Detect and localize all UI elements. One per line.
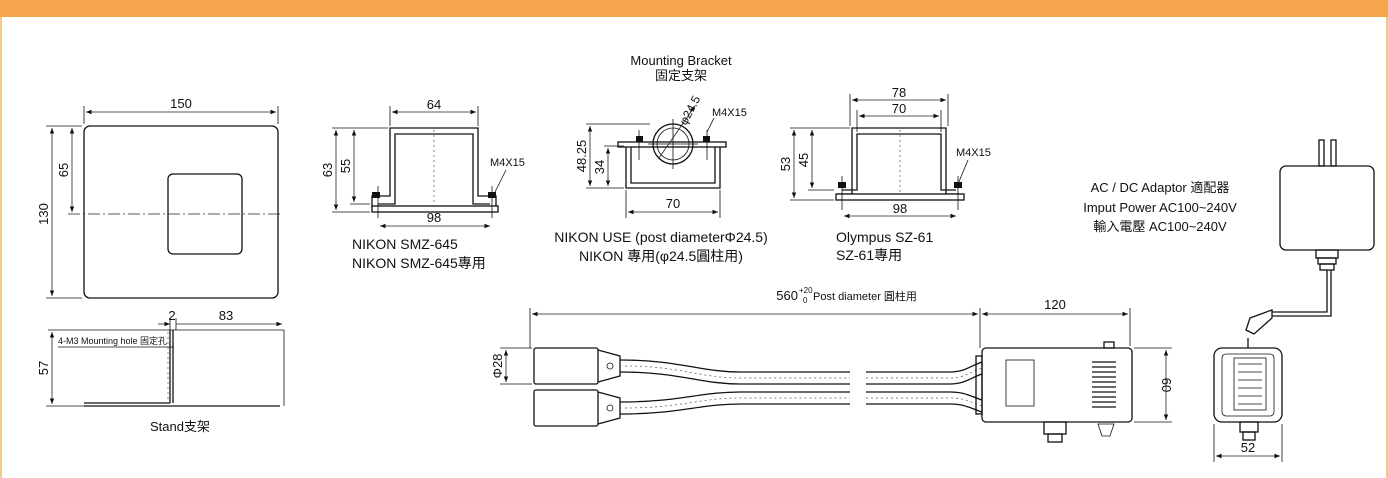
housing-end-view: 52 <box>1213 338 1283 462</box>
light-guide-tip-upper <box>533 347 599 385</box>
cable-length-label: 560 <box>776 288 798 303</box>
adaptor-cable <box>1272 270 1328 313</box>
post-caption-line2: NIKON 專用(φ24.5圓柱用) <box>579 248 743 264</box>
smz645-inner-height-label: 55 <box>338 159 353 173</box>
stand-side-view: 2 83 57 4-M3 Mounting hole 固定孔 Stand支架 <box>36 308 285 434</box>
end-view-width-label: 52 <box>1241 440 1255 455</box>
plug-prong-right <box>1330 139 1337 167</box>
post-caption-line1: NIKON USE (post diameterΦ24.5) <box>554 229 767 245</box>
tip-diameter-label: Φ28 <box>490 354 505 379</box>
olympus-sz61-bracket: 78 70 53 45 98 M4X15 Olympus SZ-61 SZ-61… <box>778 85 991 263</box>
adaptor-label-line3: 輸入電壓 AC100~240V <box>1093 219 1227 234</box>
sz61-screw-label: M4X15 <box>956 147 991 159</box>
housing-label-plate <box>1005 359 1035 407</box>
smz645-caption-line2: NIKON SMZ-645專用 <box>352 255 486 271</box>
post-diameter-label: φ24.5 <box>676 93 703 127</box>
smz645-top-width-label: 64 <box>427 97 441 112</box>
stand-top-view: 150 130 65 <box>36 96 282 299</box>
sz61-base-plate <box>835 193 965 201</box>
gooseneck-lower <box>619 391 850 403</box>
sz61-caption-line2: SZ-61專用 <box>836 247 902 263</box>
post-inner-height-label: 34 <box>592 160 607 174</box>
sz61-inner-width-label: 70 <box>892 101 906 116</box>
dc-plug <box>1245 309 1273 335</box>
cable-length-tol-plus: +20 <box>799 286 813 295</box>
stand-length-label: 83 <box>219 308 233 323</box>
plug-prong-left <box>1318 139 1325 167</box>
housing-height-label: 60 <box>1159 378 1174 392</box>
post-screw-label: M4X15 <box>712 107 747 119</box>
adaptor-body <box>1279 165 1375 251</box>
stand-side-height-label: 57 <box>36 361 51 375</box>
end-view-label <box>1233 357 1267 411</box>
stand-base-plate <box>83 125 279 299</box>
nikon-smz645-bracket: 64 63 55 98 M4X15 NIKON SMZ-645 NIKON SM… <box>320 97 525 271</box>
post-base-width-label: 70 <box>666 196 680 211</box>
sz61-outer-height-label: 53 <box>778 157 793 171</box>
smz645-base-plate <box>371 205 499 213</box>
sz61-inner-height-label: 45 <box>796 153 811 167</box>
smz645-outer-height-label: 63 <box>320 163 335 177</box>
stand-caption: Stand支架 <box>150 419 210 434</box>
end-view-body <box>1213 347 1283 423</box>
light-guide-tip-lower <box>533 389 599 427</box>
stand-thickness-label: 2 <box>168 308 175 323</box>
stand-width-label: 150 <box>170 96 192 111</box>
smz645-screw-label: M4X15 <box>490 157 525 169</box>
housing-length-label: 120 <box>1044 297 1066 312</box>
end-view-knob <box>1239 421 1259 433</box>
gooseneck-upper <box>619 359 850 373</box>
ac-dc-adaptor: AC / DC Adaptor 適配器 Imput Power AC100~24… <box>1083 139 1375 335</box>
smz645-caption-line1: NIKON SMZ-645 <box>352 236 458 252</box>
stand-half-height-label: 65 <box>56 163 71 177</box>
sz61-base-width-label: 98 <box>893 201 907 216</box>
cable-length-note: Post diameter 圓柱用 <box>813 289 917 303</box>
post-clamp-plate <box>617 141 727 148</box>
stand-height-label: 130 <box>36 203 51 225</box>
housing-vent-slots <box>1092 361 1116 408</box>
mounting-hole-note: 4-M3 Mounting hole 固定孔 <box>58 335 167 346</box>
mounting-bracket-title-zh: 固定支架 <box>655 68 707 83</box>
sz61-caption-line1: Olympus SZ-61 <box>836 229 933 245</box>
housing-top-screw <box>1103 341 1115 349</box>
cable-length-tol-minus: 0 <box>803 296 808 305</box>
housing-knob <box>1043 421 1067 435</box>
post-bracket-outline <box>625 146 721 189</box>
adaptor-label-line2: Imput Power AC100~240V <box>1083 200 1237 215</box>
smz645-base-width-label: 98 <box>427 210 441 225</box>
mounting-bracket-title-en: Mounting Bracket <box>630 53 732 68</box>
post-outer-height-label: 48.25 <box>574 140 589 173</box>
sz61-outer-width-label: 78 <box>892 85 906 100</box>
header-bar <box>0 0 1388 17</box>
light-guide-assembly: 560 +20 0 Post diameter 圓柱用 120 Φ28 <box>490 286 1174 443</box>
light-source-housing <box>981 347 1133 423</box>
mounting-bracket: Mounting Bracket 固定支架 φ24.5 M4X15 48.25 … <box>554 53 767 264</box>
sz61-bracket-outline <box>838 127 960 195</box>
adaptor-label-line1: AC / DC Adaptor 適配器 <box>1091 180 1230 195</box>
